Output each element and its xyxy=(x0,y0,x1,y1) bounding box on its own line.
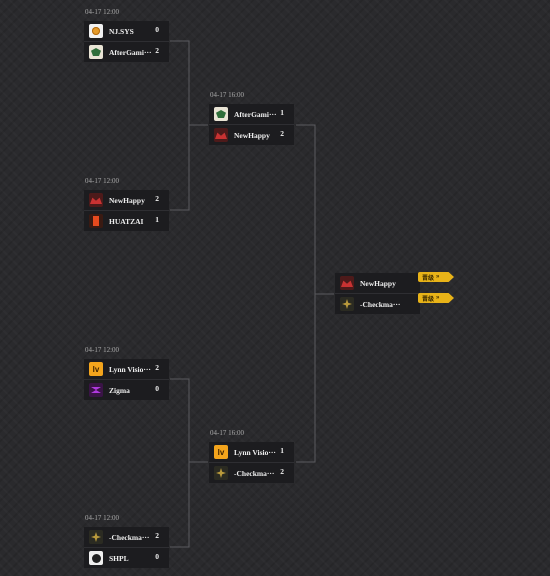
team-row[interactable]: AfterGami··· 1 xyxy=(209,104,294,125)
match-time: 04-17 12:00 xyxy=(85,8,120,16)
njsys-logo-icon xyxy=(89,24,103,38)
shpl-logo-icon xyxy=(89,551,103,565)
connector-line xyxy=(170,378,190,548)
newhappy-logo-icon xyxy=(340,276,354,290)
team-row[interactable]: HUATZAI 1 xyxy=(84,211,169,231)
advance-badge: 晋级» xyxy=(418,272,454,282)
lynn-vision-logo-icon: lv xyxy=(214,445,228,459)
team-score: 2 xyxy=(155,46,159,55)
match-r1-4[interactable]: 04-17 12:00 -Checkma··· 2 SHPL 0 xyxy=(84,514,169,568)
lynn-vision-logo-icon: lv xyxy=(89,362,103,376)
match-time: 04-17 12:00 xyxy=(85,346,120,354)
team-score: 1 xyxy=(155,215,159,224)
team-name: AfterGami··· xyxy=(234,109,277,119)
team-row[interactable]: AfterGami··· 2 xyxy=(84,42,169,62)
team-score: 0 xyxy=(155,552,159,561)
team-name: HUATZAI xyxy=(109,216,144,226)
team-row[interactable]: NewHappy xyxy=(335,273,420,294)
team-name: -Checkma··· xyxy=(234,468,275,478)
advance-badge: 晋级» xyxy=(418,293,454,303)
team-score: 2 xyxy=(155,194,159,203)
team-name: AfterGami··· xyxy=(109,47,152,57)
team-name: NewHappy xyxy=(360,278,396,288)
team-row[interactable]: -Checkma··· 2 xyxy=(84,527,169,548)
newhappy-logo-icon xyxy=(89,193,103,207)
team-name: Lynn Visio··· xyxy=(109,364,151,374)
match-r1-3[interactable]: 04-17 12:00 lv Lynn Visio··· 2 Zigma 0 xyxy=(84,346,169,400)
zigma-logo-icon xyxy=(89,383,103,397)
double-chevron-right-icon: » xyxy=(436,295,440,301)
team-row[interactable]: -Checkma··· 2 xyxy=(209,463,294,483)
team-row[interactable]: NewHappy 2 xyxy=(209,125,294,145)
match-time: 04-17 16:00 xyxy=(210,91,245,99)
team-score: 2 xyxy=(280,129,284,138)
connector-line xyxy=(296,124,316,463)
team-score: 2 xyxy=(155,363,159,372)
team-row[interactable]: SHPL 0 xyxy=(84,548,169,568)
huatzai-logo-icon xyxy=(89,214,103,228)
team-score: 2 xyxy=(155,531,159,540)
checkmate-logo-icon xyxy=(214,466,228,480)
team-row[interactable]: NewHappy 2 xyxy=(84,190,169,211)
team-score: 2 xyxy=(280,467,284,476)
match-r1-2[interactable]: 04-17 12:00 NewHappy 2 HUATZAI 1 xyxy=(84,177,169,231)
team-name: Lynn Visio··· xyxy=(234,447,276,457)
connector-line xyxy=(170,40,190,211)
team-name: -Checkma··· xyxy=(109,532,150,542)
checkmate-logo-icon xyxy=(340,297,354,311)
advance-badge-label: 晋级 xyxy=(422,296,435,303)
team-name: Zigma xyxy=(109,385,130,395)
team-row[interactable]: -Checkma··· xyxy=(335,294,420,314)
match-time: 04-17 12:00 xyxy=(85,514,120,522)
team-row[interactable]: lv Lynn Visio··· 1 xyxy=(209,442,294,463)
team-name: -Checkma··· xyxy=(360,299,401,309)
match-r2-2[interactable]: 04-17 16:00 lv Lynn Visio··· 1 -Checkma·… xyxy=(209,429,294,483)
team-name: NJ.SYS xyxy=(109,26,134,36)
match-time: 04-17 16:00 xyxy=(210,429,245,437)
team-row[interactable]: lv Lynn Visio··· 2 xyxy=(84,359,169,380)
double-chevron-right-icon: » xyxy=(436,274,440,280)
team-score: 1 xyxy=(280,446,284,455)
team-name: NewHappy xyxy=(234,130,270,140)
team-score: 0 xyxy=(155,25,159,34)
newhappy-logo-icon xyxy=(214,128,228,142)
match-final[interactable]: NewHappy -Checkma··· xyxy=(335,273,420,314)
team-score: 0 xyxy=(155,384,159,393)
aftergaming-logo-icon xyxy=(89,45,103,59)
aftergaming-logo-icon xyxy=(214,107,228,121)
checkmate-logo-icon xyxy=(89,530,103,544)
match-time: 04-17 12:00 xyxy=(85,177,120,185)
team-name: SHPL xyxy=(109,553,129,563)
team-name: NewHappy xyxy=(109,195,145,205)
match-r1-1[interactable]: 04-17 12:00 NJ.SYS 0 AfterGami··· 2 xyxy=(84,8,169,62)
advance-badge-label: 晋级 xyxy=(422,275,435,282)
team-row[interactable]: NJ.SYS 0 xyxy=(84,21,169,42)
team-row[interactable]: Zigma 0 xyxy=(84,380,169,400)
team-score: 1 xyxy=(280,108,284,117)
match-r2-1[interactable]: 04-17 16:00 AfterGami··· 1 NewHappy 2 xyxy=(209,91,294,145)
